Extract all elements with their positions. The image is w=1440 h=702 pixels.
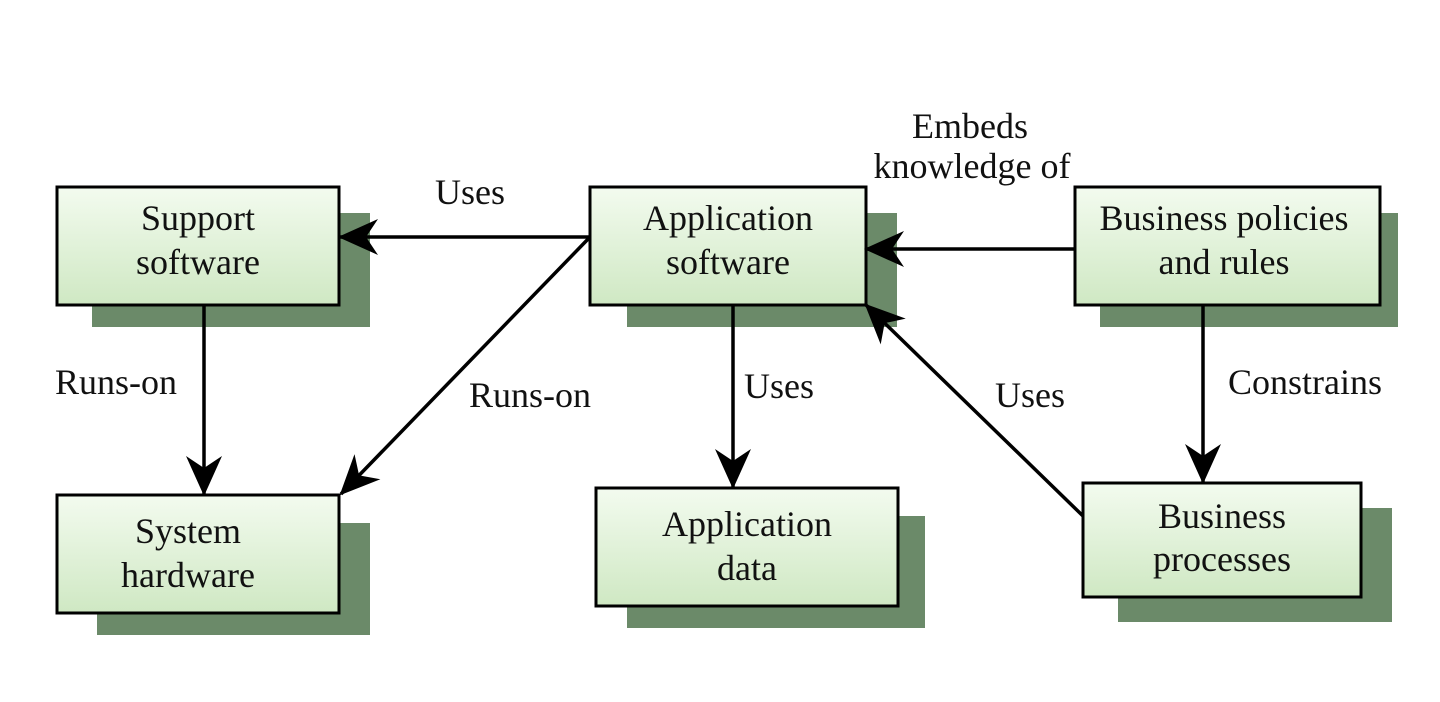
node-application-data: Application data <box>594 486 900 608</box>
support-software-label-1: Support <box>141 198 255 238</box>
node-application-software: Application software <box>588 185 868 307</box>
edge-labels: Uses Runs-on Runs-on Uses Embeds knowled… <box>55 106 1382 415</box>
application-data-label-1: Application <box>662 504 832 544</box>
label-runs-on-support: Runs-on <box>55 362 177 402</box>
node-business-policies: Business policies and rules <box>1073 185 1382 307</box>
application-data-box <box>594 486 900 608</box>
label-uses-processes: Uses <box>995 375 1065 415</box>
label-constrains: Constrains <box>1228 362 1382 402</box>
label-runs-on-app: Runs-on <box>469 375 591 415</box>
edge-processes-use-app <box>864 303 1085 518</box>
application-software-label-1: Application <box>643 198 813 238</box>
node-support-software: Support software <box>55 185 341 307</box>
label-uses-support: Uses <box>435 172 505 212</box>
application-data-label-2: data <box>717 548 777 588</box>
node-business-processes: Business processes <box>1081 481 1363 599</box>
support-software-label-2: software <box>136 242 260 282</box>
business-processes-label-1: Business <box>1158 496 1286 536</box>
business-policies-label-2: and rules <box>1159 242 1290 282</box>
edge-app-runs-on-hardware <box>339 235 592 496</box>
label-embeds-1: Embeds <box>912 106 1028 146</box>
application-software-box <box>588 185 868 307</box>
business-processes-label-2: processes <box>1153 539 1291 579</box>
application-software-label-2: software <box>666 242 790 282</box>
node-system-hardware: System hardware <box>55 493 341 615</box>
business-policies-label-1: Business policies <box>1100 198 1349 238</box>
business-processes-box <box>1081 481 1363 599</box>
edges <box>186 219 1221 518</box>
business-policies-box <box>1073 185 1382 307</box>
label-uses-data: Uses <box>744 366 814 406</box>
system-hardware-label-2: hardware <box>121 555 255 595</box>
label-embeds-2: knowledge of <box>874 146 1071 186</box>
system-hardware-label-1: System <box>135 511 241 551</box>
